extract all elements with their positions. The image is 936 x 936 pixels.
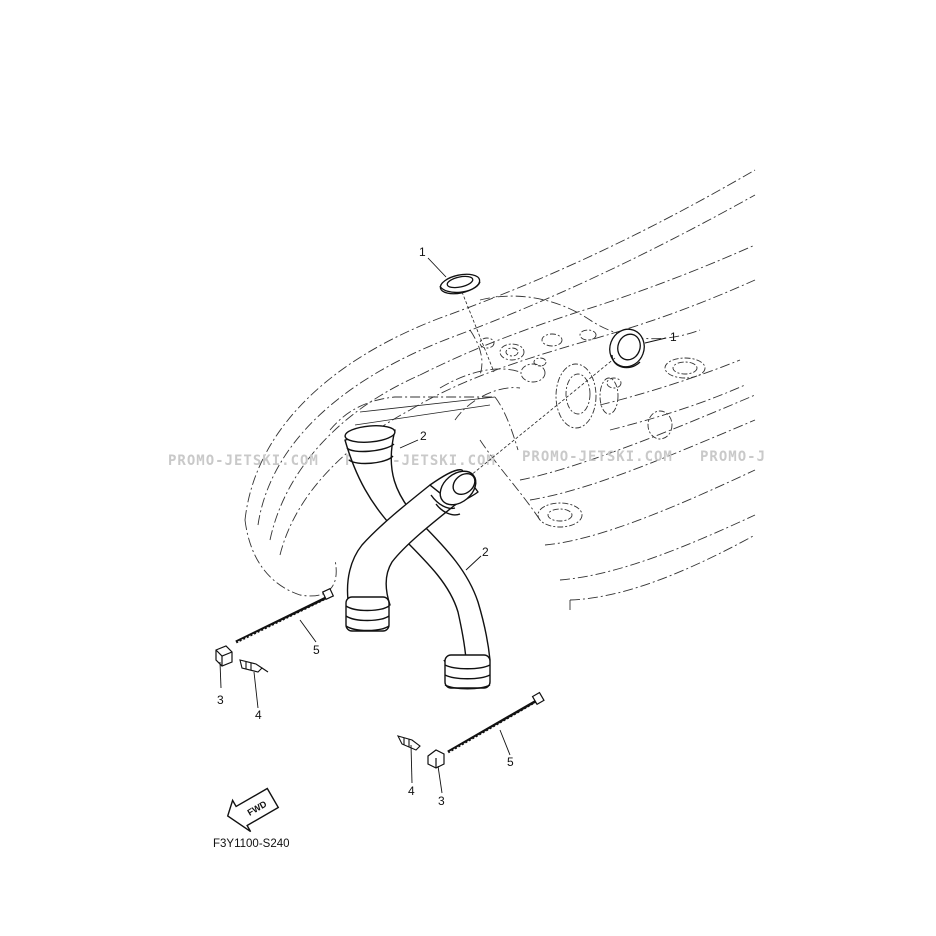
assembly-lines-solid <box>354 396 496 426</box>
rivet-left <box>239 659 269 673</box>
hose-back <box>344 425 491 690</box>
callout-1-right: 1 <box>670 330 677 344</box>
fwd-arrow-icon: FWD <box>226 787 280 833</box>
clip-left <box>215 645 233 667</box>
figure-code: F3Y1100-S240 <box>213 838 290 850</box>
grommet-right <box>609 328 645 369</box>
callout-3-left: 3 <box>217 693 224 707</box>
callout-5-left: 5 <box>313 643 320 657</box>
clip-right <box>427 749 445 769</box>
cable-tie-left <box>235 587 335 644</box>
rivet-right <box>396 735 421 751</box>
callout-1-top: 1 <box>419 245 426 259</box>
callout-4-left: 4 <box>255 708 262 722</box>
grommet-top <box>439 273 481 295</box>
assembly-lines <box>461 291 616 481</box>
callout-3-right: 3 <box>438 794 445 808</box>
hull-outline <box>244 169 756 610</box>
callouts: 1 1 2 2 3 3 4 4 5 5 <box>217 245 677 808</box>
watermark-3: PROMO-JETSKI.COM <box>522 449 673 465</box>
cable-tie-right <box>447 691 545 754</box>
callout-leaders <box>219 257 667 794</box>
callout-2-upper: 2 <box>420 429 427 443</box>
watermark-1: PROMO-JETSKI.COM <box>168 453 319 469</box>
hose-front <box>345 469 479 632</box>
watermarks: PROMO-JETSKI.COM PROMO-JETSKI.COM PROMO-… <box>168 449 766 469</box>
callout-4-right: 4 <box>408 784 415 798</box>
watermark-4: PROMO-J <box>700 449 766 465</box>
callout-2-lower: 2 <box>482 545 489 559</box>
callout-5-right: 5 <box>507 755 514 769</box>
hull-recesses <box>479 329 706 528</box>
